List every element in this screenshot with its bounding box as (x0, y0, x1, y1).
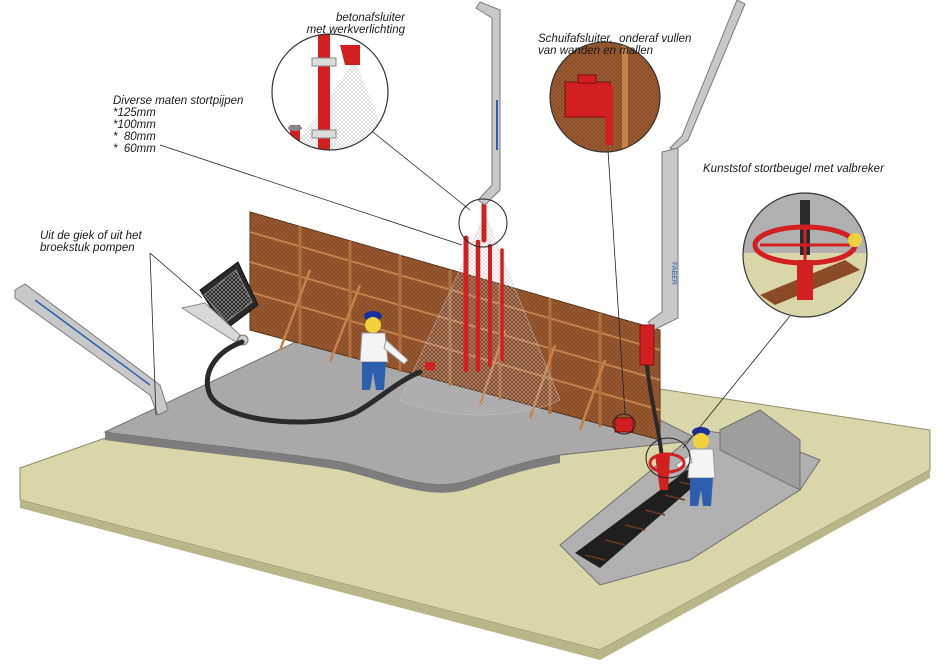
label-stortpijpen: Diverse maten stortpijpen *125mm *100mm … (113, 95, 243, 155)
label-betonafsluiter: betonafsluiter met werkverlichting (285, 12, 405, 36)
label-betonafsluiter-line2: met werkverlichting (306, 24, 405, 36)
label-schuifafsluiter-line2: van wanden en mallen (538, 45, 654, 57)
worker-2 (675, 427, 716, 506)
worker-1 (359, 311, 409, 390)
label-giek: Uit de giek of uit het broekstuk pompen (40, 230, 142, 254)
trench-pit (575, 468, 710, 568)
ground-edge (20, 470, 930, 660)
label-betonafsluiter-line1: betonafsluiter (335, 12, 405, 24)
pump-boom-right: FABER (639, 0, 746, 490)
trench-wall-right (719, 409, 801, 491)
hose-left (204, 339, 423, 425)
magnifier-betonafsluiter (271, 33, 389, 151)
slab-edge (105, 432, 560, 493)
schuifafsluiter-box (614, 417, 634, 433)
detail-ring-top (458, 198, 508, 248)
pump-boom-top (475, 1, 501, 206)
magnifier-kunststof (742, 192, 868, 318)
leader-lines (149, 127, 791, 449)
label-stortpijpen-size-2: *100mm (113, 119, 156, 131)
handwheel-valbreker (648, 452, 686, 474)
label-stortpijpen-size-4: * 60mm (113, 143, 156, 155)
label-schuifafsluiter-line1: Schuifafsluiter, onderaf vullen (538, 33, 692, 45)
label-stortpijpen-title: Diverse maten stortpijpen (113, 95, 244, 107)
label-stortpijpen-size-3: * 80mm (113, 131, 156, 143)
hose-right (645, 364, 664, 461)
label-kunststof: Kunststof stortbeugel met valbreker (703, 163, 884, 175)
label-stortpijpen-size-1: *125mm (113, 107, 156, 119)
pump-boom-left (14, 283, 169, 416)
boom-brand-text: FABER (670, 262, 677, 285)
label-kunststof-line1: Kunststof stortbeugel met valbreker (703, 163, 884, 175)
trench (559, 429, 821, 586)
magnifier-schuifafsluiter (549, 41, 661, 153)
stortpijpen (463, 202, 504, 373)
label-schuifafsluiter: Schuifafsluiter, onderaf vullen van wand… (538, 33, 691, 57)
label-giek-line1: Uit de giek of uit het (40, 230, 142, 242)
hopper (180, 261, 259, 346)
label-giek-line2: broekstuk pompen (40, 242, 135, 254)
trench-rebar (584, 481, 701, 561)
